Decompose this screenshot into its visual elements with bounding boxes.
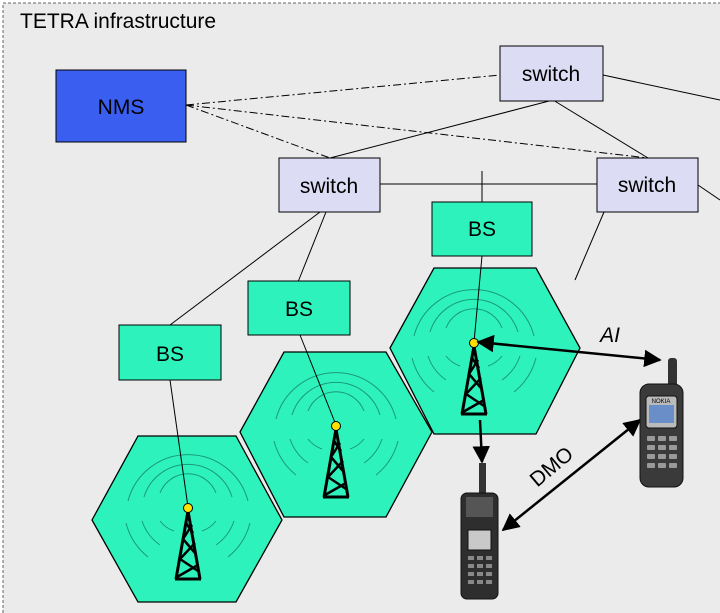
switch-top-label: switch [522,63,580,86]
switch-mid-label: switch [300,175,358,198]
management-links [185,74,649,159]
ai-label: AI [598,324,620,347]
bs-2[interactable]: BS [247,280,351,336]
bs-1[interactable]: BS [118,324,222,381]
bs-2-label: BS [285,298,313,321]
switch-top[interactable]: switch [499,45,604,102]
switch-mid[interactable]: switch [278,157,381,213]
handheld-radio-icon [460,463,499,600]
network-links [169,74,720,508]
bs-3[interactable]: BS [431,201,533,257]
bs-3-label: BS [468,218,496,241]
dmo-link [501,418,642,532]
bs-to-radio-link [472,419,490,464]
bs-1-label: BS [156,343,184,366]
switch-right[interactable]: switch [596,157,699,213]
switch-right-label: switch [618,174,676,197]
diagram-title: TETRA infrastructure [20,10,216,33]
ai-link [476,334,662,368]
phone-brand: NOKIA [652,399,671,405]
nms-label: NMS [98,96,145,119]
nms-node[interactable]: NMS [55,69,187,143]
mobile-phone-icon: NOKIA [639,358,684,488]
